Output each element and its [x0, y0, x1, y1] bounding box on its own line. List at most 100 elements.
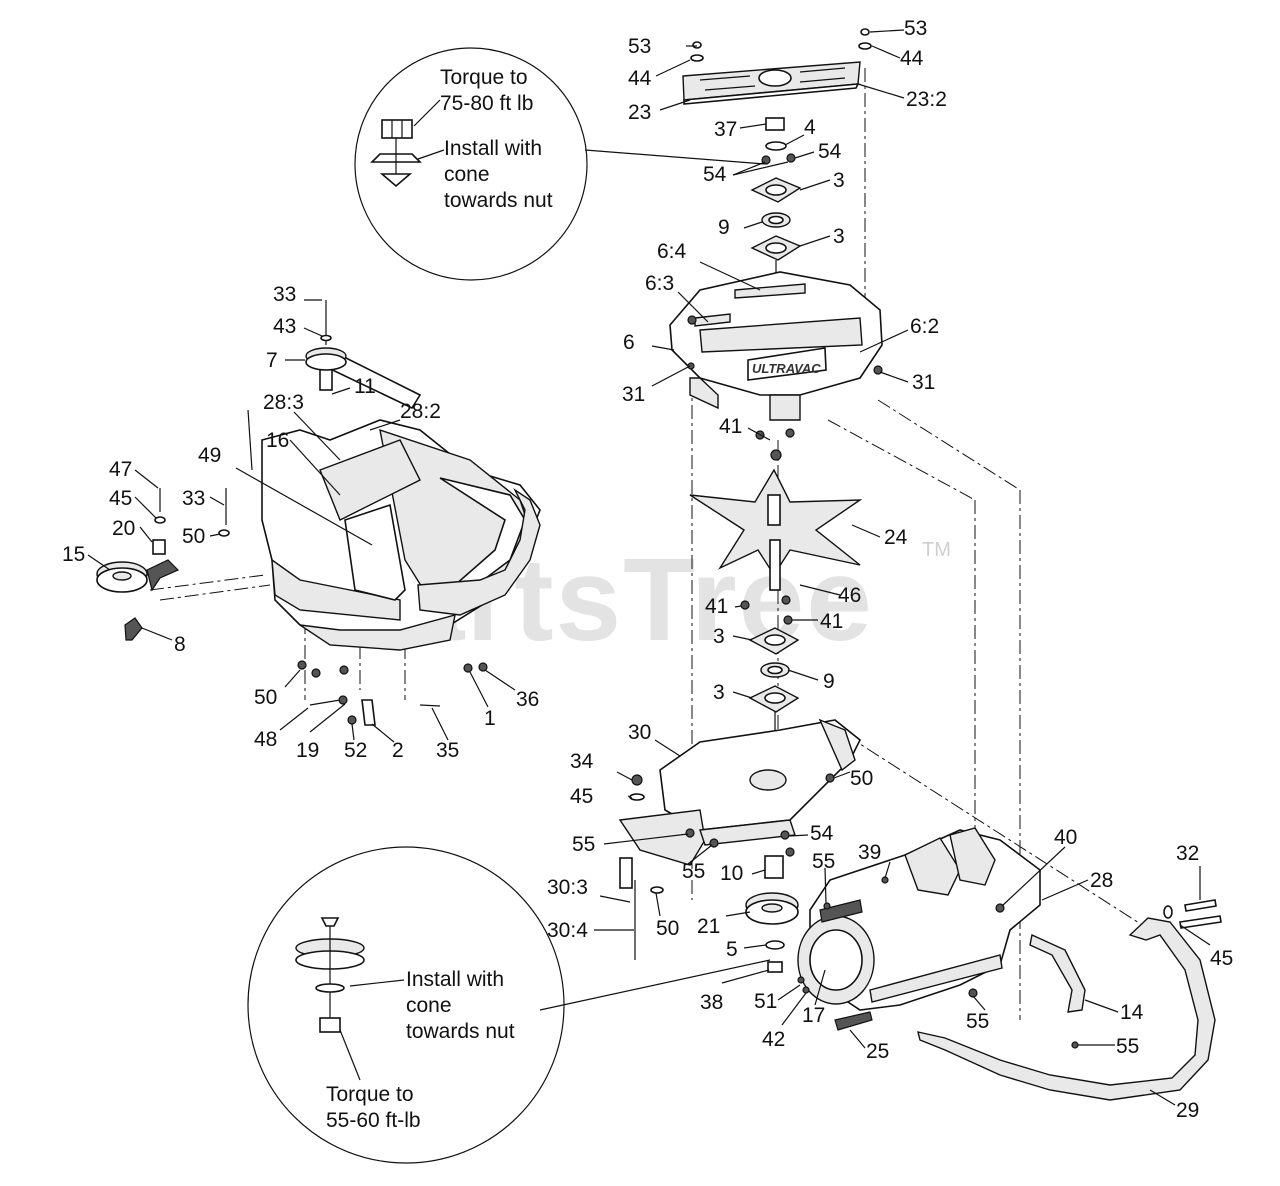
callout-48: 48	[254, 728, 277, 751]
callout-36: 36	[516, 688, 539, 711]
shaft-end-icon	[379, 173, 413, 188]
nut-icon	[381, 119, 413, 139]
callout-11: 11	[354, 375, 376, 398]
callout-31-a: 31	[622, 383, 645, 406]
callout-53-b: 53	[904, 17, 927, 40]
callout-30: 30	[628, 721, 651, 744]
callout-6: 6	[623, 331, 635, 354]
callout-41-a: 41	[719, 415, 742, 438]
callout-3-c: 3	[713, 625, 725, 648]
callout-15: 15	[62, 543, 85, 566]
callout-28-3: 28:3	[263, 391, 304, 414]
callout-50-c: 50	[850, 767, 873, 790]
callout-38: 38	[700, 991, 723, 1014]
note-top-line5: towards nut	[444, 189, 553, 212]
detail-leader-bottom	[539, 959, 771, 1011]
nut-icon-bottom	[319, 1017, 341, 1033]
callout-8: 8	[174, 633, 186, 656]
callout-32: 32	[1176, 842, 1199, 865]
callout-29: 29	[1176, 1099, 1199, 1122]
note-top-line1: Torque to	[440, 66, 528, 89]
callout-55-e: 55	[966, 1010, 989, 1033]
callout-6-2: 6:2	[910, 315, 939, 338]
callout-55-b: 55	[812, 850, 835, 873]
callout-6-4: 6:4	[657, 240, 687, 263]
detail-leader-top	[584, 149, 766, 165]
callout-50-d: 50	[656, 917, 679, 940]
impeller-24	[689, 468, 863, 625]
callout-46: 46	[838, 584, 861, 607]
callout-55-f: 55	[1116, 1035, 1139, 1058]
callout-17: 17	[802, 1004, 825, 1027]
callout-33-b: 33	[182, 487, 205, 510]
note-bottom-line2: cone	[406, 994, 452, 1017]
callout-leaders	[87, 29, 1211, 1106]
deflector-and-handle	[917, 899, 1222, 1101]
callout-23: 23	[628, 101, 651, 124]
callout-21: 21	[697, 915, 720, 938]
callout-30-3: 30:3	[547, 876, 588, 899]
callout-16: 16	[266, 429, 289, 452]
left-idler-assembly	[96, 488, 180, 641]
detail-circle-bottom: Install with cone towards nut Torque to …	[247, 846, 771, 1164]
blower-housing-top: ULTRAVAC	[669, 271, 883, 461]
callout-43: 43	[273, 315, 296, 338]
callout-3-b: 3	[833, 225, 845, 248]
callout-50-a: 50	[182, 525, 205, 548]
decal-plate-23	[682, 28, 872, 105]
callout-40: 40	[1054, 826, 1077, 849]
callout-42: 42	[762, 1028, 785, 1051]
callout-54-b: 54	[703, 163, 727, 186]
callout-23-2: 23:2	[906, 88, 947, 111]
callout-54-c: 54	[810, 822, 834, 845]
callout-24: 24	[884, 526, 908, 549]
bearing-stack-lower	[748, 627, 800, 790]
note-top-line4: cone	[444, 163, 490, 186]
callout-25: 25	[866, 1040, 889, 1063]
callout-33-a: 33	[273, 283, 296, 306]
callout-28: 28	[1090, 869, 1113, 892]
callout-4: 4	[804, 116, 816, 139]
callout-53-a: 53	[628, 35, 651, 58]
callout-55-a: 55	[572, 833, 595, 856]
callout-2: 2	[392, 739, 404, 762]
callout-41-b: 41	[705, 595, 728, 618]
note-bottom-line5: 55-60 ft-lb	[326, 1109, 421, 1132]
callout-35: 35	[436, 739, 459, 762]
chute-assembly-28	[797, 827, 1041, 1031]
callout-30-4: 30:4	[547, 919, 588, 942]
callout-39: 39	[858, 841, 881, 864]
callout-5: 5	[726, 938, 738, 961]
callout-50-b: 50	[254, 686, 277, 709]
note-top-line3: Install with	[444, 137, 542, 160]
washer-icon	[315, 983, 345, 993]
callout-34: 34	[570, 750, 594, 773]
callout-3-a: 3	[833, 169, 845, 192]
callout-44-b: 44	[900, 47, 924, 70]
callout-20: 20	[112, 517, 135, 540]
callout-51: 51	[754, 990, 777, 1013]
callout-52: 52	[344, 739, 367, 762]
detail-circle-top: Torque to 75-80 ft lb Install with cone …	[354, 47, 766, 281]
callout-10: 10	[720, 862, 743, 885]
svg-text:ULTRAVAC: ULTRAVAC	[752, 361, 821, 376]
callout-7: 7	[266, 349, 278, 372]
callout-45-a: 45	[109, 487, 132, 510]
watermark-trademark: TM	[922, 539, 951, 561]
callout-44-a: 44	[628, 67, 652, 90]
callout-labels: 53 44 23 53 44 23:2 37 4 54 54 3 9 3 6:4…	[62, 17, 1233, 1122]
callout-41-c: 41	[820, 610, 843, 633]
callout-49: 49	[198, 444, 221, 467]
callout-14: 14	[1120, 1001, 1144, 1024]
callout-1: 1	[484, 707, 496, 730]
callout-31-b: 31	[912, 371, 935, 394]
callout-6-3: 6:3	[645, 272, 674, 295]
note-bottom-line4: Torque to	[326, 1083, 414, 1106]
callout-9-b: 9	[823, 670, 835, 693]
callout-37: 37	[714, 118, 737, 141]
note-bottom-line1: Install with	[406, 968, 504, 991]
callout-28-2: 28:2	[400, 400, 441, 423]
callout-45-b: 45	[570, 785, 593, 808]
callout-54-a: 54	[818, 140, 842, 163]
callout-9-a: 9	[718, 216, 730, 239]
